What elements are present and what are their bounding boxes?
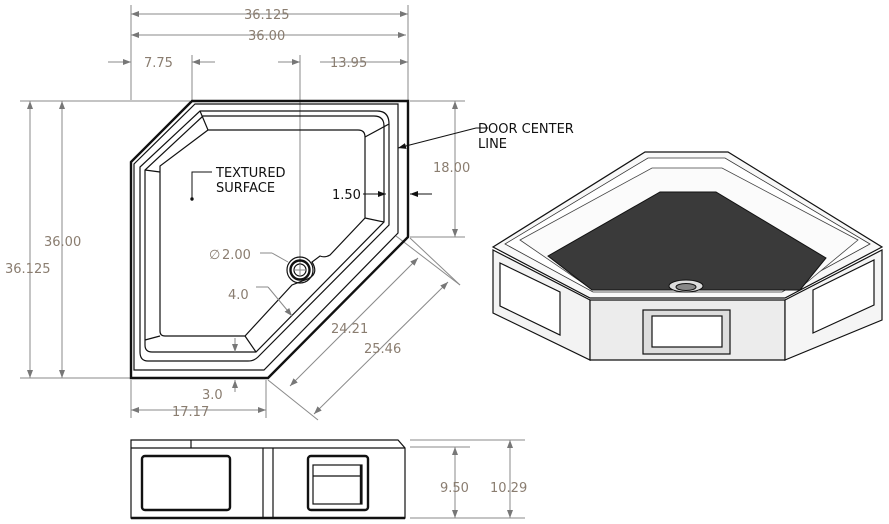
isometric-view [491, 151, 884, 361]
dim-rim-width: 1.50 [332, 188, 361, 203]
dim-door-outer: 25.46 [364, 342, 401, 357]
dim-drain-setback: 4.0 [228, 288, 249, 303]
textured-surface-label-2: SURFACE [216, 181, 275, 196]
dim-door-inner: 24.21 [331, 322, 368, 337]
access-panel-left [140, 454, 232, 512]
access-panel-right [306, 454, 370, 512]
dim-front-return: 3.0 [202, 388, 223, 403]
dim-overall-width: 36.00 [248, 29, 285, 44]
dim-overall-depth-outer: 36.125 [5, 262, 51, 277]
inner-rim-2 [144, 115, 385, 353]
front-view: 9.50 10.29 [130, 439, 527, 520]
dim-left-offset: 7.75 [144, 56, 173, 71]
note-leaders [190, 127, 488, 201]
dim-drain-diameter: 2.00 [222, 248, 251, 263]
extension-lines [20, 5, 465, 421]
dim-overall-depth: 36.00 [44, 235, 81, 250]
outer-outline [129, 99, 410, 380]
door-center-line-label: DOOR CENTER [478, 122, 574, 137]
top-view: 36.125 36.00 7.75 13.95 36.00 36.125 18.… [5, 5, 574, 421]
dimension-lines [27, 11, 458, 415]
floor-edge [159, 129, 366, 337]
drain [286, 256, 314, 284]
dim-overall-width-outer: 36.125 [244, 8, 290, 23]
textured-surface-label: TEXTURED [215, 166, 286, 181]
dim-front-length: 17.17 [172, 405, 209, 420]
inner-rim [139, 110, 390, 362]
rim-line [133, 103, 399, 371]
dim-side-length: 18.00 [433, 161, 470, 176]
drain-diameter-symbol: ∅ [209, 248, 220, 263]
dim-drain-offset: 13.95 [330, 56, 367, 71]
rim-corner-lines [144, 110, 390, 353]
door-center-line-label-2: LINE [478, 137, 507, 152]
dim-height: 9.50 [440, 481, 469, 496]
dim-height-outer: 10.29 [490, 481, 527, 496]
